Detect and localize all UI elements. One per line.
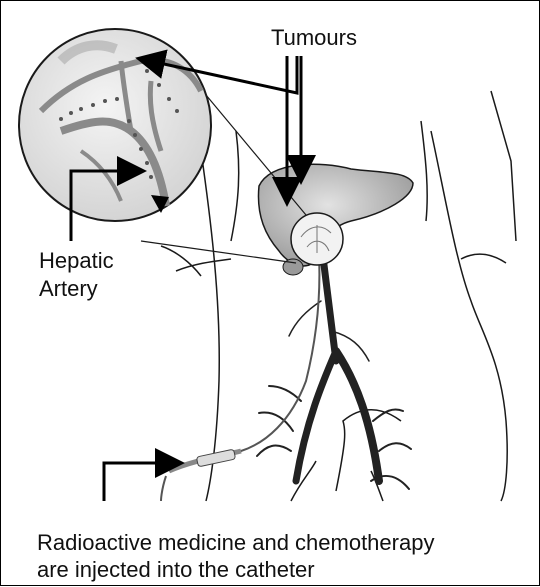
large-magnifier: [19, 29, 211, 221]
body-outline: [161, 91, 516, 501]
label-hepatic-artery: Hepatic Artery: [39, 247, 114, 303]
label-tumours: Tumours: [271, 25, 357, 51]
caption: Radioactive medicine and chemotherapy ar…: [37, 529, 537, 583]
liver: [258, 164, 413, 275]
small-magnifier: [291, 213, 343, 265]
blood-vessels: [257, 241, 411, 489]
